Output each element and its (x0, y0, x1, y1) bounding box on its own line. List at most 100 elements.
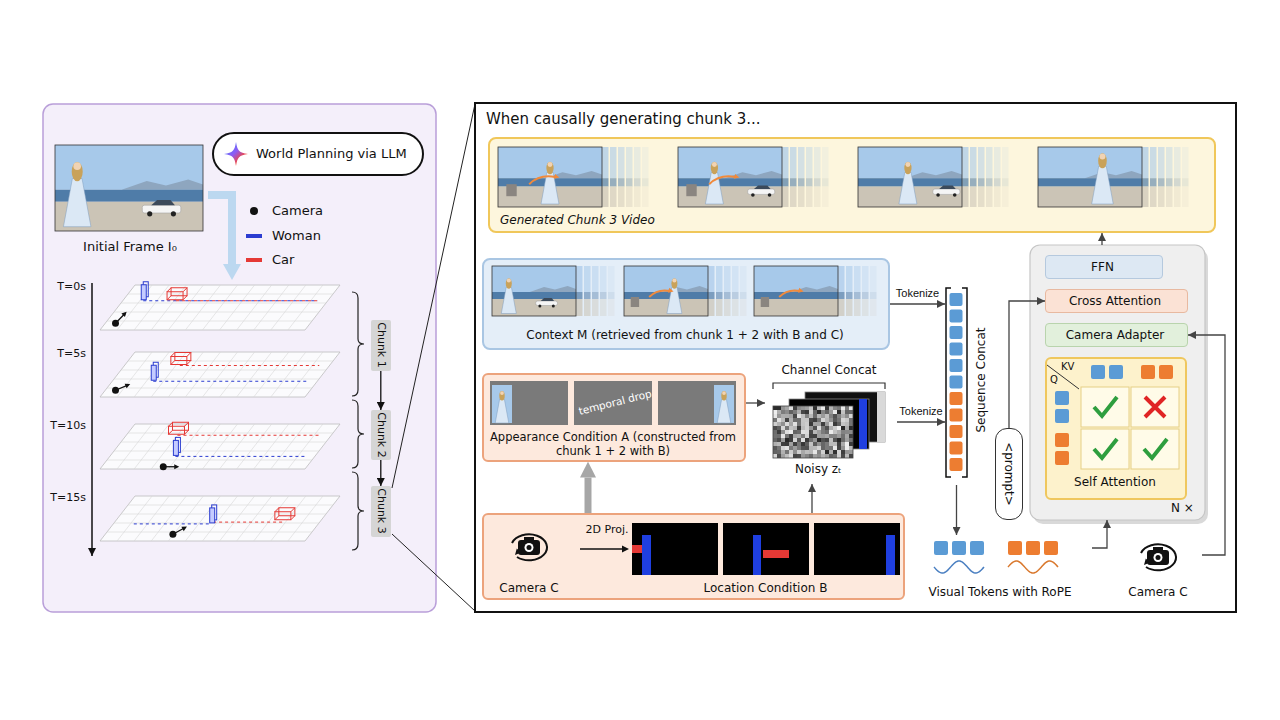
history-slice (600, 266, 607, 316)
camera-body (518, 540, 540, 555)
noise-cell (789, 454, 793, 458)
noise-cell (821, 454, 825, 458)
arrow-head (121, 312, 126, 317)
woman-trajectory (175, 456, 304, 457)
noise-cell (813, 454, 817, 458)
noise-cell (833, 446, 837, 450)
noise-cell (805, 442, 809, 446)
slice-sea (634, 178, 641, 186)
camera-adapter-box: Camera Adapter (1045, 323, 1188, 347)
noise-cell (825, 442, 829, 446)
noise-cell (781, 426, 785, 430)
woman-mask (859, 399, 867, 449)
noise-cell (841, 414, 845, 418)
camera-dot (112, 320, 119, 327)
car-edge (187, 361, 191, 365)
grid-line (254, 496, 289, 541)
node-label: 2D Proj. (577, 523, 637, 536)
noise-cell (797, 406, 801, 410)
noise-cell (789, 446, 793, 450)
noise-cell (781, 434, 785, 438)
node-label: Camera C (484, 581, 574, 595)
arrow-head (125, 384, 131, 389)
noise-cell (829, 426, 833, 430)
slice-ground (634, 187, 641, 207)
frame-fill (814, 523, 900, 575)
noise-cell (845, 406, 849, 410)
connector (897, 421, 945, 422)
node-label: Chunk 1 (374, 323, 387, 368)
car-wheel (552, 305, 555, 308)
slice-sky (814, 147, 821, 178)
slice-sea (716, 292, 723, 299)
noise-cell (821, 434, 825, 438)
history-slice (1166, 147, 1173, 207)
slice-ground (618, 187, 625, 207)
grid-line (168, 352, 203, 397)
slice-ground (626, 187, 633, 207)
camera-orbit (1141, 544, 1176, 570)
plane-face (100, 352, 340, 397)
noise-cell (813, 450, 817, 454)
woman-head (905, 162, 910, 167)
frame-border (1038, 147, 1142, 207)
rope-wave (934, 561, 984, 573)
context-box: Context M (retrieved from chunk 1 + 2 wi… (482, 258, 890, 350)
token (950, 293, 963, 306)
history-slice (782, 147, 789, 207)
token (1091, 365, 1105, 379)
noise-cell (849, 434, 853, 438)
slice-ground (740, 299, 747, 316)
woman-hair (711, 162, 718, 175)
car-wheel (936, 193, 940, 197)
token (950, 458, 963, 471)
time-axis (91, 283, 93, 556)
noise-cell (825, 410, 829, 414)
location-frame (723, 523, 809, 575)
noise-cell (821, 418, 825, 422)
noise-cell (789, 430, 793, 434)
noise-cell (773, 450, 777, 454)
slice-sky (986, 147, 993, 178)
grid-line (271, 424, 306, 469)
node-label: World Planning via LLM (256, 146, 407, 162)
car-edge (275, 516, 279, 520)
token (950, 359, 963, 372)
slice-sea (790, 178, 797, 186)
noise-cell (833, 418, 837, 422)
connector (585, 478, 592, 513)
woman-head (548, 162, 553, 167)
slice-sea (1166, 178, 1173, 186)
prompt-box: <prompt> (995, 428, 1023, 520)
noise-cell (809, 430, 813, 434)
noise-cell (781, 414, 785, 418)
history-slice (602, 147, 609, 207)
car-front (169, 426, 185, 434)
self-attention-box: Self AttentionQKV (1045, 357, 1187, 500)
noise-cell (789, 438, 793, 442)
slice-ground (862, 299, 869, 316)
noise-cell (817, 446, 821, 450)
noise-cell (849, 450, 853, 454)
noise-cell (797, 450, 801, 454)
grid-plane (100, 352, 340, 397)
camera-icon (512, 534, 547, 560)
noise-cell (809, 410, 813, 414)
noise-cell (809, 438, 813, 442)
node-label: Camera C (1118, 585, 1198, 599)
noise-cell (781, 454, 785, 458)
frame-border (624, 266, 708, 316)
connector (1092, 520, 1107, 548)
noise-cell (837, 434, 841, 438)
noise-cell (801, 434, 805, 438)
token (970, 541, 984, 555)
noise-cell (833, 442, 837, 446)
noise-cell (797, 446, 801, 450)
frame-sky (1038, 147, 1142, 178)
legend-row: Car (244, 252, 374, 270)
noise-cell (793, 446, 797, 450)
slice-sea (1002, 178, 1009, 186)
video-frame (498, 147, 602, 207)
noise-cell (845, 414, 849, 418)
noise-cell (809, 434, 813, 438)
